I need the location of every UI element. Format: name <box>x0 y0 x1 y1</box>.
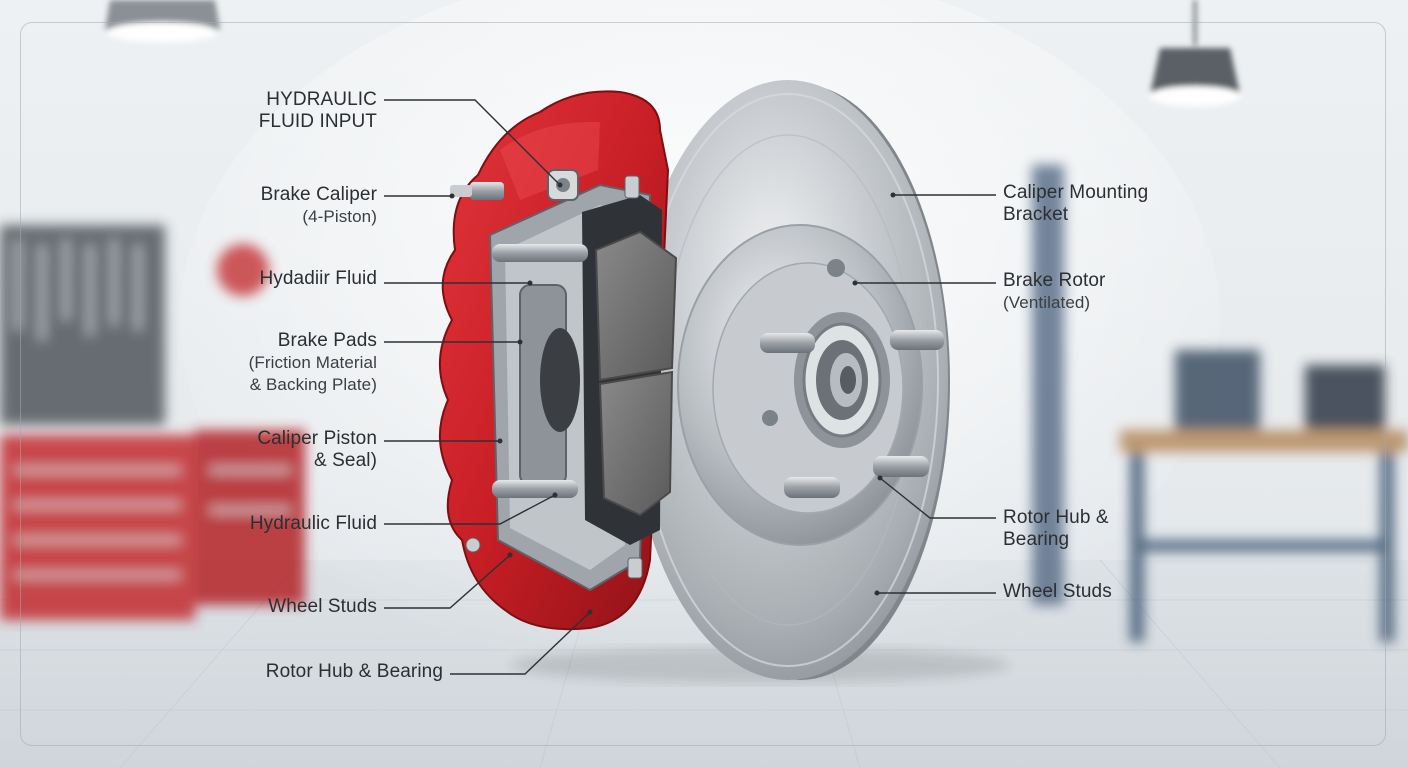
label-wheel-studs-right: Wheel Studs <box>1003 581 1112 602</box>
bleeder-valve <box>450 182 504 200</box>
hanging-tools <box>15 240 141 340</box>
leader-rotor-hub-left <box>450 611 591 675</box>
label-brake-pads: Brake Pads (Friction Material & Backing … <box>248 330 377 394</box>
leader-dots <box>449 182 896 615</box>
brake-rotor <box>628 80 950 680</box>
lift-column <box>1032 165 1064 605</box>
wheel-stud <box>760 333 815 353</box>
leader-hydraulic-fluid <box>384 494 556 525</box>
mounting-bolt <box>627 557 643 579</box>
guide-pin-lower <box>492 480 578 498</box>
label-hydadiir-fluid: Hydadiir Fluid <box>259 268 377 289</box>
label-brake-rotor: Brake Rotor (Ventilated) <box>1003 270 1106 312</box>
label-rotor-hub-bearing-left: Rotor Hub & Bearing <box>265 661 443 682</box>
bench-machine <box>1175 350 1260 430</box>
brake-caliper <box>439 90 678 631</box>
wheel-stud <box>890 330 944 350</box>
bench-vise <box>1305 365 1385 430</box>
workbench-top <box>1120 430 1408 452</box>
label-hydraulic-fluid-input: HYDRAULIC FLUID INPUT <box>258 89 377 132</box>
label-hydraulic-fluid: Hydraulic Fluid <box>249 513 377 534</box>
label-brake-caliper: Brake Caliper (4-Piston) <box>260 184 377 226</box>
leader-hydraulic-input <box>384 99 561 186</box>
brake-pad-lower <box>598 370 674 517</box>
label-caliper-piston: Caliper Piston & Seal) <box>257 428 377 471</box>
leader-lines <box>384 99 996 675</box>
ceiling-lamps <box>105 0 1241 106</box>
leader-wheel-studs-left <box>384 554 511 609</box>
brake-pad-upper <box>594 230 678 382</box>
hub-bearing <box>794 312 890 448</box>
rotor-hole-left <box>762 410 778 426</box>
label-rotor-hub-bearing-right: Rotor Hub & Bearing <box>1003 507 1109 550</box>
label-wheel-studs-left: Wheel Studs <box>268 596 377 617</box>
wheel-stud <box>873 456 929 477</box>
rotor-hole-top <box>827 259 845 277</box>
wall-emblem <box>217 244 269 296</box>
label-caliper-mounting-bracket: Caliper Mounting Bracket <box>1003 182 1149 225</box>
tool-cabinet-right <box>195 430 305 605</box>
tool-cabinet-left <box>0 435 195 620</box>
mounting-bolt <box>624 175 640 199</box>
guide-pin-upper <box>492 244 588 262</box>
wheel-studs <box>760 330 944 498</box>
workshop-background <box>0 165 1408 642</box>
leader-rotor-hub-right <box>879 477 996 519</box>
wheel-stud <box>784 477 840 498</box>
